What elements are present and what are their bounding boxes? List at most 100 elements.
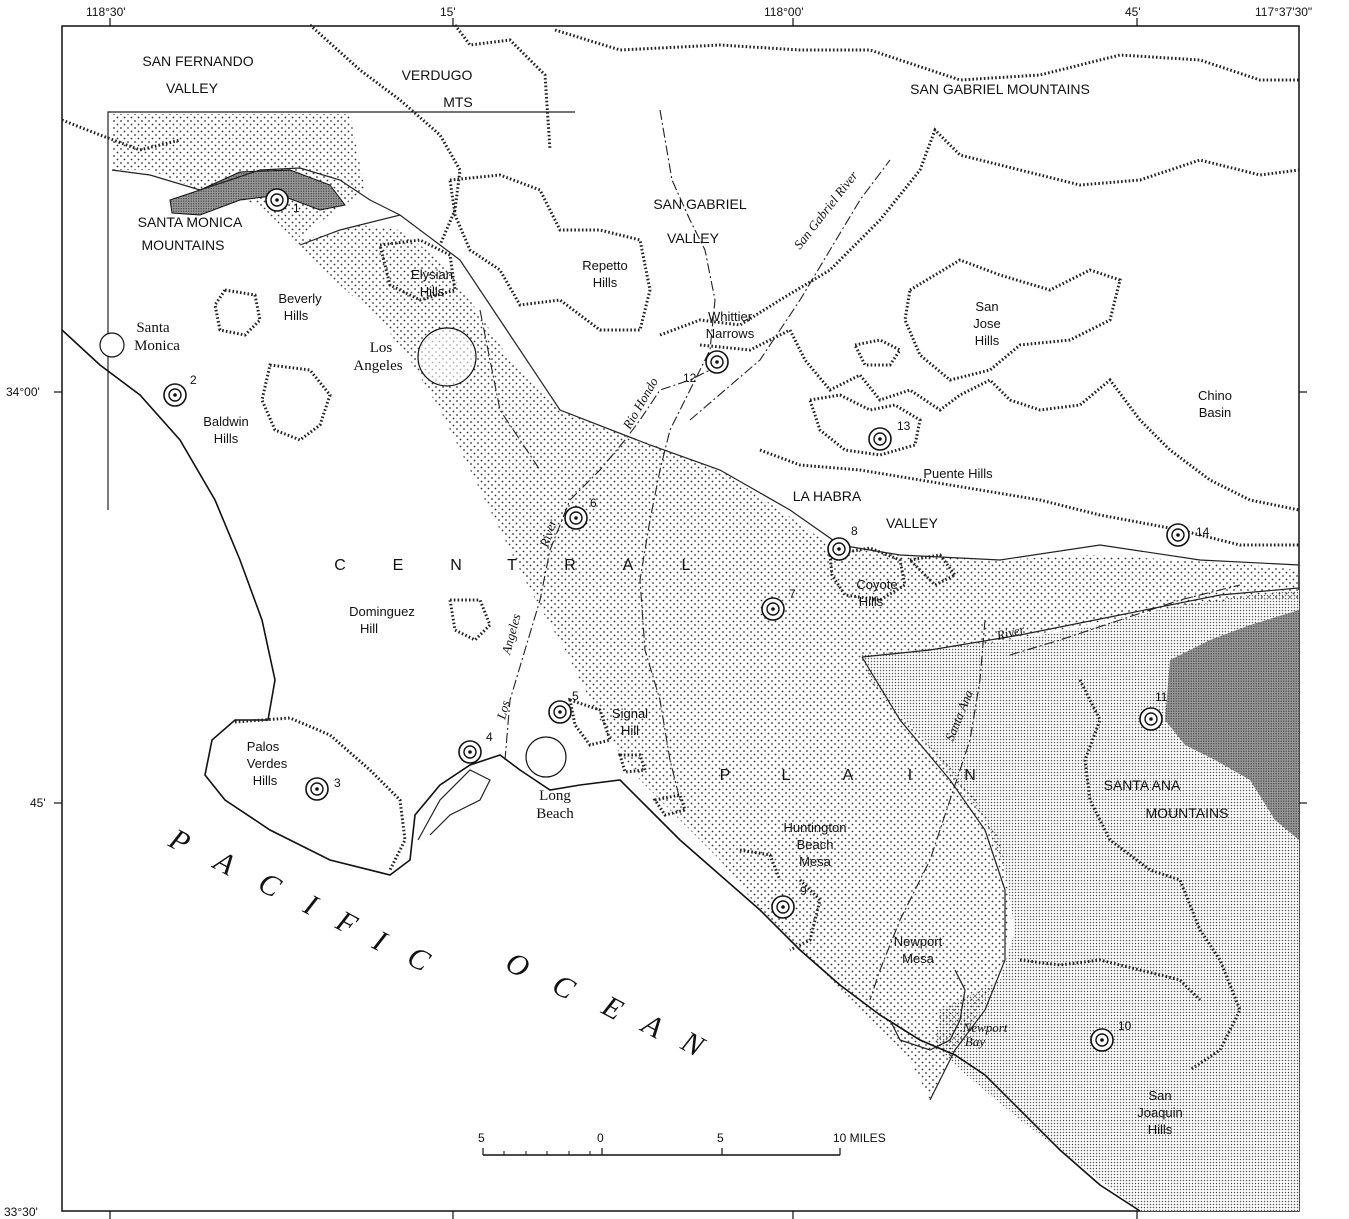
central-letter: R <box>564 557 576 574</box>
santa-monica-outcrop <box>169 169 346 216</box>
plain-southeast-boundary <box>861 587 1300 658</box>
plain-letter: I <box>908 767 912 784</box>
long-beach-city-circle <box>525 736 567 778</box>
santa-monica-foothill <box>111 167 401 216</box>
well-number: 6 <box>590 496 597 510</box>
signal-hill-hatch <box>568 697 612 747</box>
well-marker <box>564 506 588 530</box>
scale-tick-label: 0 <box>597 1131 604 1145</box>
santa-monica-city-circle <box>99 332 125 358</box>
coord-left-label: 34°00' <box>6 385 40 399</box>
central-letter: L <box>682 557 691 574</box>
coordinate-labels: 118°30' 15' 118°00' 45' 117°37'30" 34°00… <box>4 5 1312 1219</box>
ocean-letter: I <box>298 888 325 923</box>
santa-ana-boundary <box>861 656 1006 1101</box>
well-number: 14 <box>1196 525 1210 539</box>
san-gabriel-upper-line <box>689 159 891 421</box>
well-marker <box>305 777 329 801</box>
verdugo-mts-label: MTS <box>443 94 473 110</box>
newport-bay-label: Bay <box>965 1034 985 1049</box>
newport-bay-shore <box>889 969 966 1051</box>
well-marker <box>827 537 851 561</box>
central-letter: T <box>507 557 517 574</box>
san-gabriel-valley-label: SAN GABRIEL <box>653 196 747 212</box>
huntington-beach-mesa-label: Beach <box>797 837 834 852</box>
well-number: 7 <box>789 587 796 601</box>
well-number: 3 <box>334 776 341 790</box>
well-marker <box>1090 1028 1114 1052</box>
baldwin-hills-label: Hills <box>214 431 239 446</box>
central-plain-alluvium <box>290 225 1299 1100</box>
dominguez-hill-label: Dominguez <box>349 604 415 619</box>
central-letter: E <box>393 557 404 574</box>
plain-letter: P <box>720 767 731 784</box>
scale-tick-label: 5 <box>478 1131 485 1145</box>
well-numbers: 1 2 3 4 5 6 7 8 9 10 11 12 13 14 <box>190 201 1210 1033</box>
los-angeles-label: Angeles <box>353 358 402 374</box>
coord-top-label: 118°00' <box>764 5 804 19</box>
san-joaquin-hills-label: San <box>1148 1088 1171 1103</box>
rio-hondo-label: Rio Hondo <box>619 374 661 432</box>
palos-verdes-hills-label: Hills <box>253 773 278 788</box>
san-fernando-valley-label: VALLEY <box>166 80 219 96</box>
scale-bar: 5 0 5 10 MILES <box>478 1131 886 1156</box>
newport-mesa-label: Mesa <box>902 951 935 966</box>
santa-ana-mountains-label: SANTA ANA <box>1104 777 1181 793</box>
elysian-hills-label: Elysian <box>411 267 453 282</box>
coyote-hills-hatch <box>828 546 907 602</box>
baldwin-hills-hatch <box>260 363 332 442</box>
coord-top-label: 117°37'30" <box>1255 5 1312 19</box>
puente-hills-hatch <box>699 327 1300 512</box>
san-gabriel-mountains-hatch <box>554 28 1299 82</box>
puente-hills-label: Puente Hills <box>923 466 993 481</box>
signal-hill-label: Signal <box>612 706 648 721</box>
la-habra-label: LA HABRA <box>793 488 862 504</box>
pacific-ocean-label: P A C I F I C O C E A N <box>163 822 711 1065</box>
well-marker <box>163 383 187 407</box>
san-gabriel-mountains-label: SAN GABRIEL MOUNTAINS <box>910 81 1090 97</box>
central-letter: N <box>450 557 462 574</box>
verdugo-hatch <box>308 23 462 246</box>
repetto-hills-label: Repetto <box>582 258 628 273</box>
well-number: 11 <box>1155 690 1168 704</box>
well-marker <box>705 350 729 374</box>
san-gabriel-valley-label: VALLEY <box>667 230 720 246</box>
harbor-breakwater <box>417 769 491 841</box>
place-labels: SAN FERNANDO VALLEY VERDUGO MTS SAN GABR… <box>134 53 1232 1137</box>
beverly-hills-hatch <box>213 288 262 337</box>
san-jose-hills-label: Jose <box>973 316 1000 331</box>
ocean-letter: C <box>402 940 437 979</box>
ocean-letter: C <box>547 968 582 1007</box>
scale-tick-label: 10 MILES <box>833 1131 886 1145</box>
well-number: 2 <box>190 373 197 387</box>
dominguez-hill-label: Hill <box>360 621 378 636</box>
coord-top-label: 118°30' <box>86 5 126 19</box>
palos-verdes-hills-label: Verdes <box>247 756 288 771</box>
well-marker <box>1166 523 1190 547</box>
san-gabriel-river-label: San Gabriel River <box>791 167 862 252</box>
ocean-letter: E <box>596 989 630 1028</box>
well-number: 8 <box>851 524 858 538</box>
coordinate-ticks <box>54 18 1307 1219</box>
san-gabriel-foothill-hatch <box>659 127 1300 337</box>
scale-tick-label: 5 <box>717 1131 724 1145</box>
los-angeles-river-label: Angeles <box>498 612 523 657</box>
well-marker <box>265 188 289 212</box>
well-marker <box>1139 707 1163 731</box>
los-angeles-river-line <box>504 364 721 761</box>
huntington-beach-mesa-label: Mesa <box>799 854 832 869</box>
well-number: 5 <box>572 689 579 703</box>
well-number: 13 <box>897 419 911 433</box>
ocean-letter: A <box>207 843 242 883</box>
santa-ana-crest-hatch <box>1078 679 1242 1072</box>
coyote-hills-label: Hills <box>859 594 884 609</box>
long-beach-label: Beach <box>536 806 574 822</box>
coastline <box>61 329 1141 1212</box>
los-angeles-city-circle <box>417 327 477 387</box>
well-number: 4 <box>486 730 493 744</box>
well-marker <box>771 895 795 919</box>
well-marker <box>761 597 785 621</box>
palos-verdes-hills-label: Palos <box>247 739 280 754</box>
san-jose-hills-label: San <box>975 299 998 314</box>
